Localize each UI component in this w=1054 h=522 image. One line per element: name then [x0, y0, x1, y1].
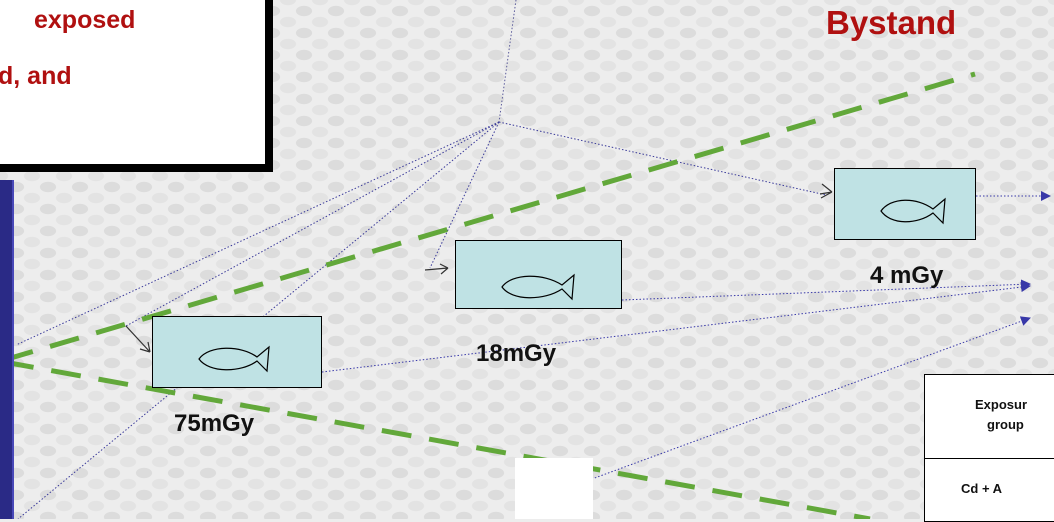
left-edge-bar [0, 180, 14, 519]
green-dashed-lower [3, 359, 871, 519]
table-header-line-1: Exposur [975, 397, 1028, 412]
tank-4mGy [834, 168, 976, 240]
dose-label-75mGy: 75mGy [174, 410, 255, 437]
tank-75mGy [152, 316, 322, 388]
table-header-line-2: group [987, 417, 1024, 432]
callout-text-line-2: d, and [0, 62, 72, 90]
callout-text-line-1: exposed [34, 6, 136, 34]
output-arrow-18mGy [621, 279, 1031, 301]
white-overlay-block [515, 458, 593, 519]
exposure-table: Exposur group Cd + A [924, 374, 1054, 522]
fish-icon [880, 197, 946, 225]
dose-line-mid-left [15, 121, 500, 346]
fish-icon [198, 345, 270, 373]
dose-label-4mGy: 4 mGy [870, 262, 944, 289]
green-dashed-upper [3, 71, 976, 363]
table-cell-row-1: Cd + A [961, 481, 1003, 496]
arrow-into-75mGy [125, 325, 151, 353]
table-header-row [925, 375, 1054, 459]
dose-line-to-4mGy [498, 121, 827, 196]
output-arrow-75mGy [321, 282, 1031, 373]
output-arrow-lower [561, 316, 1031, 491]
source-vertical-line [498, 0, 517, 123]
dose-line-to-18mGy [429, 121, 500, 269]
dose-label-18mGy: 18mGy [476, 340, 557, 367]
dose-line-to-75mGy [125, 121, 500, 327]
fish-icon [501, 273, 575, 301]
section-title: Bystand [826, 4, 957, 41]
dose-lines [15, 121, 827, 519]
output-arrows [321, 191, 1051, 491]
arrow-into-4mGy [819, 183, 833, 199]
callout-box: exposed d, and [0, 0, 267, 166]
tank-entry-arrows [125, 183, 833, 353]
green-dashed-lines [3, 71, 976, 519]
arrow-into-18mGy [424, 263, 449, 275]
tank-18mGy [455, 240, 622, 309]
